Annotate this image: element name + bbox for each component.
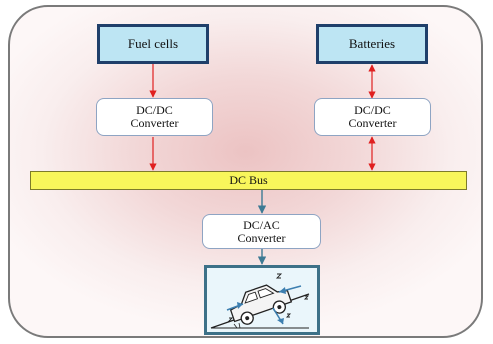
dcdc-fuel-line2: Converter <box>130 116 179 130</box>
dcac-converter-box: DC/AC Converter <box>202 214 321 249</box>
vehicle-load-box <box>204 265 320 335</box>
batteries-box: Batteries <box>316 24 428 64</box>
dcdc-converter-battery-box: DC/DC Converter <box>314 98 431 136</box>
dcdc-fuel-line1: DC/DC <box>136 103 173 117</box>
dcdc-converter-fuel-box: DC/DC Converter <box>96 98 213 136</box>
dcdc-battery-line1: DC/DC <box>354 103 391 117</box>
dc-bus-label: DC Bus <box>229 173 268 187</box>
car-on-slope-icon <box>210 273 310 329</box>
dcdc-battery-line2: Converter <box>348 116 397 130</box>
dcac-line1: DC/AC <box>243 217 280 232</box>
dc-bus: DC Bus <box>30 171 467 190</box>
dcac-line2: Converter <box>237 230 286 245</box>
fuel-cells-box: Fuel cells <box>97 24 209 64</box>
fuel-cells-label: Fuel cells <box>127 36 179 51</box>
batteries-label: Batteries <box>348 36 396 51</box>
